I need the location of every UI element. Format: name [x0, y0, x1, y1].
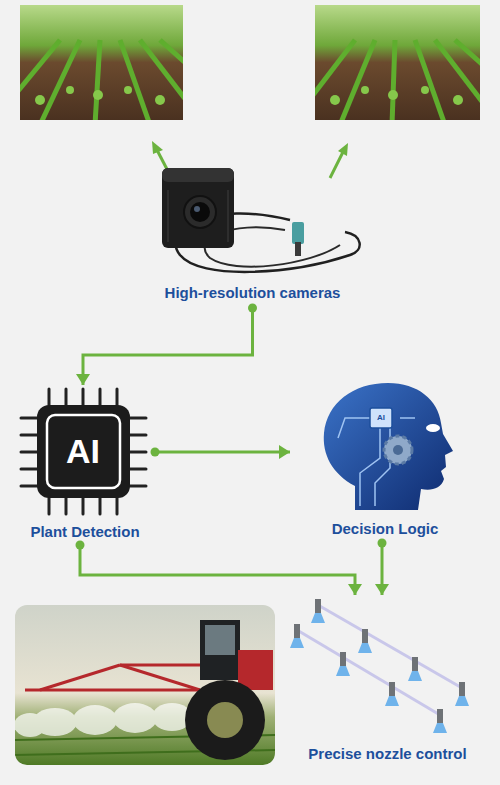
flow-arrow — [151, 445, 291, 459]
tractor-photo — [15, 605, 275, 765]
ai-chip-node: AI Plant Detection — [15, 385, 155, 545]
flow-arrow — [76, 541, 363, 596]
node-label: High-resolution cameras — [140, 284, 365, 302]
node-label: Plant Detection — [15, 523, 155, 541]
flow-arrow — [76, 304, 257, 386]
chip-text: AI — [43, 431, 123, 471]
node-label: Decision Logic — [290, 520, 480, 538]
chip-text: AI — [371, 413, 391, 423]
field-photo — [20, 5, 183, 120]
nozzle-node: Precise nozzle control — [285, 595, 490, 767]
camera-node: High-resolution cameras — [140, 160, 365, 308]
node-icon — [285, 595, 490, 767]
node-icon — [290, 378, 480, 543]
field-photo — [315, 5, 480, 120]
ai-head-node: AI Decision Logic — [290, 378, 480, 543]
node-label: Precise nozzle control — [285, 745, 490, 763]
flow-arrow — [375, 539, 389, 596]
